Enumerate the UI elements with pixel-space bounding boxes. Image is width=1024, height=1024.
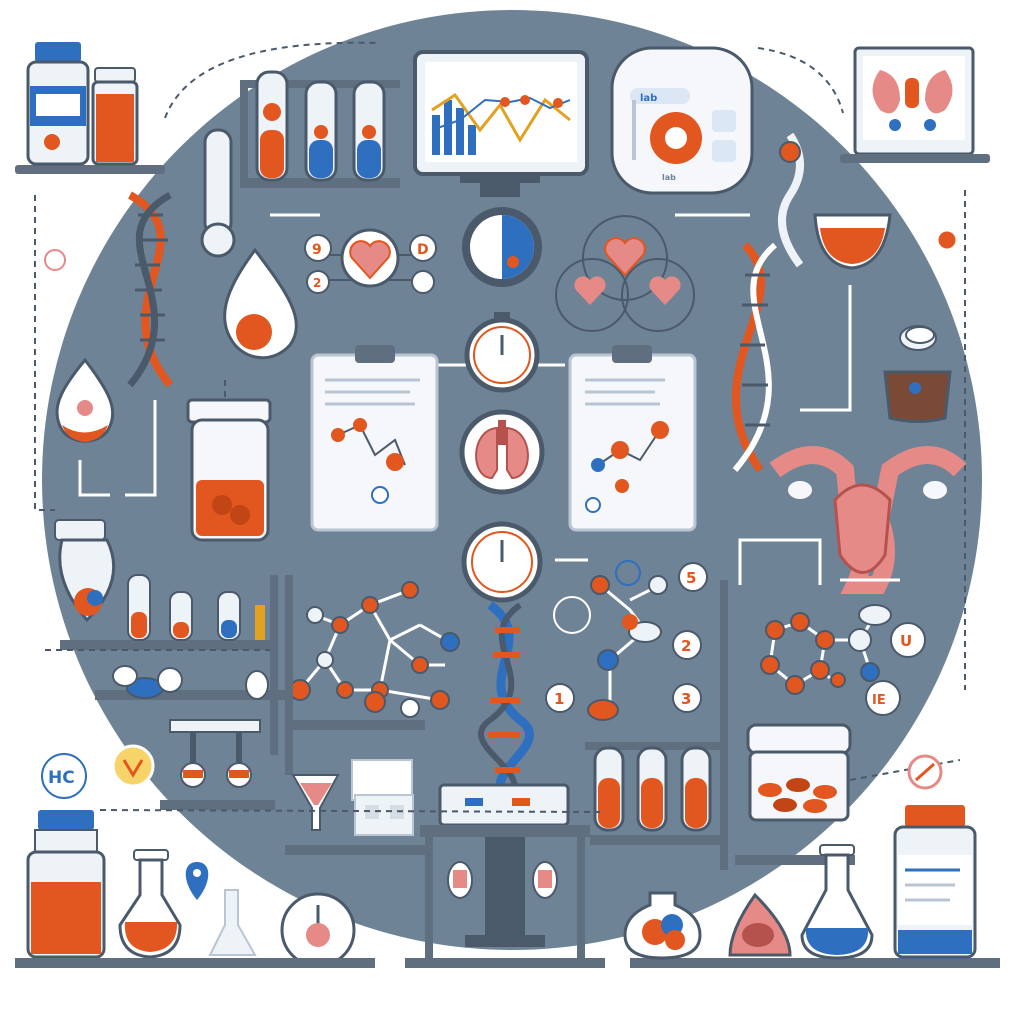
heart-icon xyxy=(649,276,681,305)
heart-network: 9 D 2 xyxy=(304,228,437,294)
stopwatch-icon xyxy=(461,521,543,603)
flask-icon xyxy=(800,844,874,960)
lab-stand xyxy=(160,719,275,810)
test-tube-row xyxy=(585,742,725,845)
medicine-bottle-icon xyxy=(26,42,90,166)
test-tube-icon xyxy=(304,80,338,182)
badge-2-secondary: 2 xyxy=(681,637,691,655)
warning-badge xyxy=(907,754,943,790)
side-badge xyxy=(44,249,66,271)
beaker-icon xyxy=(813,213,959,270)
test-tube-icon xyxy=(127,574,151,641)
left-lab-bench xyxy=(54,519,285,755)
badge-u: U xyxy=(900,632,912,650)
bottom-right-shelf xyxy=(630,958,1000,968)
test-tube-icon xyxy=(680,746,712,832)
numbered-network: 5 2 1 3 xyxy=(545,560,728,870)
badge-d: D xyxy=(417,242,429,258)
petri-dish-icon xyxy=(280,892,356,968)
side-bowl-icon xyxy=(905,326,935,344)
flask-icon xyxy=(623,891,702,960)
badge-ie: IE xyxy=(872,693,886,708)
test-tube-icon xyxy=(352,80,386,182)
dna-icon xyxy=(127,191,174,388)
funnel-icon xyxy=(291,774,340,831)
specimen-jar-icon xyxy=(186,398,272,542)
drop-icon xyxy=(55,357,115,443)
dna-icon xyxy=(731,242,777,473)
shelf-frame xyxy=(285,575,425,855)
uterus-icon xyxy=(769,446,967,594)
test-tube-icon xyxy=(636,746,668,832)
yellow-badge xyxy=(111,744,155,788)
hc-badge: HC xyxy=(41,753,87,799)
specimen-jar-icon xyxy=(735,723,855,865)
lab-report-icon: lab lab xyxy=(610,46,754,195)
thermometer-icon xyxy=(200,128,236,258)
test-tube-icon xyxy=(217,591,241,641)
heart-icon xyxy=(574,276,606,305)
badge-5: 5 xyxy=(686,569,696,587)
hc-label: HC xyxy=(48,768,75,788)
medicine-bottle-icon xyxy=(26,810,106,959)
heart-icon xyxy=(349,240,391,280)
bottom-left-shelf xyxy=(15,958,375,968)
medicine-bottle-icon xyxy=(91,67,139,166)
test-tube-rack xyxy=(240,70,400,188)
medicine-bottle-icon xyxy=(893,805,977,959)
flask-icon xyxy=(118,849,182,959)
monitor-chart-icon xyxy=(413,50,589,197)
drop-icon xyxy=(223,247,298,360)
flask-icon xyxy=(208,889,257,956)
clipboard-icon xyxy=(568,345,697,532)
stopwatch-icon xyxy=(464,312,540,393)
badge-2: 2 xyxy=(313,276,321,290)
dna-icon xyxy=(478,601,534,803)
connector-brackets xyxy=(738,538,900,585)
lungs-icon xyxy=(459,409,545,495)
test-tube-icon xyxy=(593,746,625,832)
analyzer-machine xyxy=(420,783,590,962)
report-footer: lab xyxy=(662,173,676,182)
badge-3: 3 xyxy=(681,690,691,708)
badge-9: 9 xyxy=(312,242,322,258)
pie-chart-icon xyxy=(462,207,542,287)
badge-1: 1 xyxy=(554,690,564,708)
dashed-connectors-bottom xyxy=(45,649,961,813)
microscope-slide-icon xyxy=(351,759,414,836)
test-tube-icon xyxy=(169,591,193,641)
molecule-atoms-right xyxy=(760,604,892,695)
test-tube-icon xyxy=(255,70,289,182)
clipboard-icon xyxy=(310,345,439,532)
heart-icon xyxy=(604,237,646,277)
specimen-bag-icon xyxy=(728,892,792,957)
heart-network-right xyxy=(555,215,695,332)
report-label: lab xyxy=(640,93,657,104)
top-left-shelf xyxy=(15,42,165,174)
location-pin-icon xyxy=(185,862,209,900)
anatomy-monitor-icon xyxy=(840,46,990,163)
molecule-atoms xyxy=(289,581,460,718)
